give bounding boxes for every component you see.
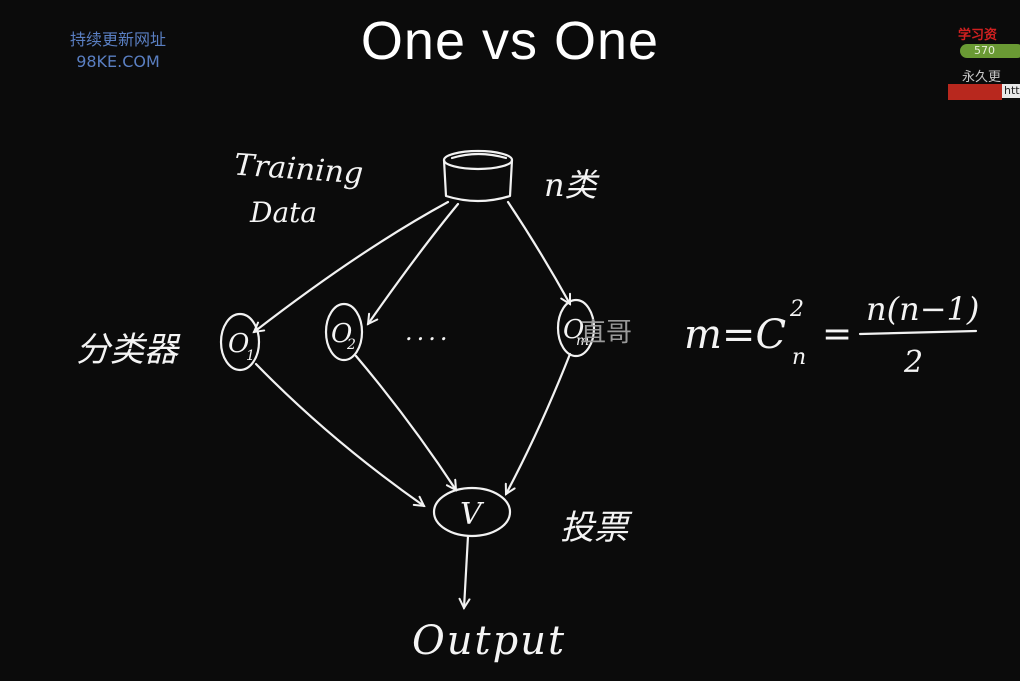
watermark-banner <box>948 84 1002 100</box>
arrow-om-to-vote <box>506 352 572 494</box>
ellipsis-dots: .... <box>405 318 452 346</box>
watermark-line: 持续更新网址 <box>69 30 166 49</box>
node-subscript: 2 <box>346 337 356 353</box>
fraction-bar <box>858 329 978 336</box>
arrow-vote-to-output <box>464 534 468 608</box>
formula-equals: = <box>822 314 852 355</box>
arrow-o1-to-vote <box>254 362 424 506</box>
formula-superscript: 2 <box>789 297 804 322</box>
arrow-data-to-om <box>506 200 572 304</box>
n-class-label: n类 <box>544 166 597 204</box>
arrow-data-to-o1 <box>254 200 450 332</box>
node-label: O <box>228 329 249 359</box>
classifier-node-o2: O 2 <box>324 302 364 362</box>
watermark-top-left: 持续更新网址 98KE.COM <box>62 26 174 71</box>
data-label: Data <box>250 196 318 229</box>
watermark-line: 98KE.COM <box>76 52 160 71</box>
vote-node: V <box>432 486 512 538</box>
classifier-node-o1: O 1 <box>219 312 261 372</box>
slide-title: One vs One <box>360 11 660 71</box>
watermark-line: 570 <box>960 44 1020 58</box>
node-label: O <box>563 315 584 345</box>
watermark-line: http <box>1002 84 1020 98</box>
formula-denominator: 2 <box>903 345 923 380</box>
watermark-right: 学习资 570 永久更 http <box>944 20 1020 104</box>
classifier-label: 分类器 <box>76 330 178 370</box>
arrow-data-to-o2 <box>368 202 460 324</box>
watermark-line: 学习资 <box>958 28 998 43</box>
formula: m=C 2 n = n(n−1) 2 <box>684 290 979 380</box>
output-label: Output <box>412 618 567 664</box>
node-label: O <box>331 319 352 349</box>
classifier-node-om: O m <box>556 298 596 358</box>
database-icon <box>442 149 514 203</box>
watermark-line: 永久更 <box>962 70 1002 85</box>
node-label: V <box>460 497 485 532</box>
formula-subscript: n <box>792 345 806 370</box>
node-subscript: 1 <box>246 348 255 364</box>
arrow-o2-to-vote <box>354 354 456 490</box>
node-subscript: m <box>576 333 589 349</box>
vote-label: 投票 <box>560 508 628 548</box>
formula-numerator: n(n−1) <box>866 290 979 328</box>
formula-lhs: m=C <box>684 312 786 358</box>
watermark-center: 直哥 <box>580 318 633 348</box>
